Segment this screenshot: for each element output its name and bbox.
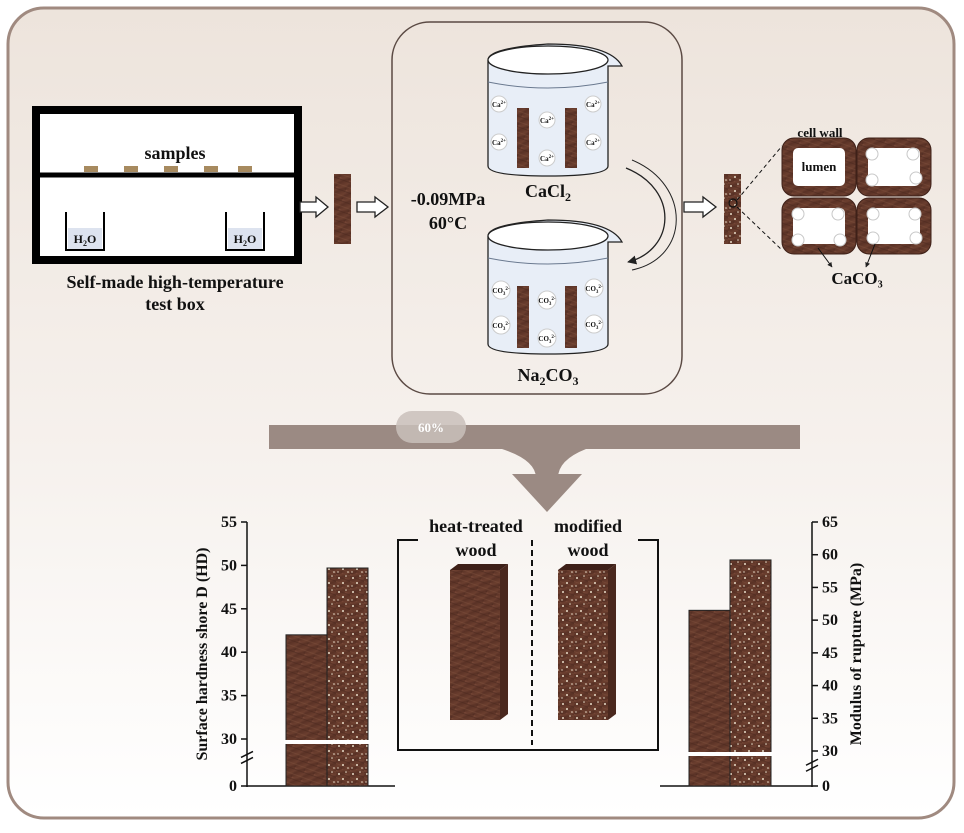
bar-heat-treated: [688, 609, 731, 787]
beaker-cacl2: Ca2+ Ca2+ Ca2+ Ca2+ Ca2+ Ca2+ CaCl2: [487, 43, 624, 204]
axis-break-mark: [805, 758, 819, 772]
beaker-cacl2-label: CaCl2: [525, 181, 571, 204]
sample-piece: [124, 166, 138, 172]
legend-heat-treated-line2: wood: [455, 540, 496, 560]
beaker-na2co3-label: Na2CO3: [518, 365, 579, 388]
bar-break-band: [687, 752, 773, 756]
sample-piece: [238, 166, 252, 172]
y-tick-label: 60: [822, 547, 838, 564]
svg-text:Ca2+: Ca2+: [540, 155, 554, 163]
y-tick-label: 40: [221, 644, 237, 661]
zoom-line: [736, 206, 783, 251]
svg-text:Ca2+: Ca2+: [540, 117, 554, 125]
svg-text:CO32-: CO32-: [585, 321, 603, 331]
legend-modified-line1: modified: [554, 516, 622, 536]
conditions-pressure: -0.09MPa: [411, 189, 485, 209]
bar-modified: [729, 559, 772, 787]
sample-piece: [84, 166, 98, 172]
sample-piece: [204, 166, 218, 172]
test-box: samples H2O H2O Self-made high-temperatu…: [32, 106, 302, 314]
water-label: H2O: [234, 232, 257, 248]
svg-text:Ca2+: Ca2+: [492, 139, 506, 147]
svg-text:CO32-: CO32-: [538, 297, 556, 307]
svg-text:Ca2+: Ca2+: [586, 101, 600, 109]
y-tick-label: 35: [822, 710, 838, 727]
curved-arrow-outline: [631, 159, 677, 271]
hollow-arrow: [299, 195, 330, 219]
svg-text:CO32-: CO32-: [492, 322, 510, 332]
water-cup-left: H2O: [65, 212, 105, 251]
y-tick-label: 55: [221, 514, 237, 531]
water-cup-right: H2O: [225, 212, 265, 251]
y-axis-title: Surface hardness shore D (HD): [194, 547, 211, 760]
caco3-label: CaCO₃: [831, 269, 882, 288]
water-label: H2O: [74, 232, 97, 248]
beaker-na2co3: CO32- CO32- CO32- CO32- CO32- CO32- Na2C…: [487, 219, 624, 388]
samples-label: samples: [144, 143, 205, 163]
y-tick-label: 45: [221, 601, 237, 618]
merge-arrow: 60%: [269, 411, 800, 512]
modified-wood-strip: [724, 174, 741, 244]
y-tick-label: 40: [822, 678, 838, 695]
y-tick-label: 0: [822, 778, 830, 795]
y-tick-label: 45: [822, 645, 838, 662]
curved-arrow: [625, 167, 666, 265]
svg-text:CO32-: CO32-: [585, 285, 603, 295]
hollow-arrow: [683, 195, 718, 219]
y-tick-label: 30: [822, 743, 838, 760]
lumen-label: lumen: [802, 159, 837, 174]
pointer-arrow: [865, 243, 876, 268]
y-tick-label: 50: [822, 612, 838, 629]
progress-badge-text: 60%: [418, 420, 444, 435]
y-tick-label: 35: [221, 688, 237, 705]
y-tick-label: 65: [822, 514, 838, 531]
svg-text:CO32-: CO32-: [538, 335, 556, 345]
heat-treated-block: [450, 570, 500, 720]
zoom-line: [736, 145, 783, 201]
y-tick-label: 50: [221, 557, 237, 574]
y-axis-title: Modulus of rupture (MPa): [848, 563, 865, 745]
wood-sample-strip: [334, 174, 351, 244]
conditions-temperature: 60°C: [429, 213, 467, 233]
y-tick-label: 55: [822, 579, 838, 596]
modified-block: [558, 570, 608, 720]
legend-heat-treated-line1: heat-treated: [429, 516, 523, 536]
bar-modified: [326, 567, 369, 787]
legend-box: heat-treated wood modified wood: [397, 516, 659, 751]
progress-badge: [396, 411, 466, 443]
bar-heat-treated: [285, 634, 328, 787]
y-tick-label: 0: [229, 778, 237, 795]
sample-piece: [164, 166, 178, 172]
test-box-label-line1: Self-made high-temperature: [66, 272, 283, 292]
legend-modified-line2: wood: [567, 540, 608, 560]
svg-text:Ca2+: Ca2+: [492, 101, 506, 109]
svg-text:CO32-: CO32-: [492, 287, 510, 297]
axis-break-mark: [240, 750, 254, 765]
magnify-circle: [728, 198, 738, 208]
bar-break-band: [284, 740, 370, 744]
cell-structure: cell wall lumen CaCO₃: [781, 125, 932, 288]
cell-wall-label: cell wall: [797, 125, 843, 140]
svg-text:Ca2+: Ca2+: [586, 139, 600, 147]
pointer-arrow: [817, 247, 833, 268]
test-box-label-line2: test box: [145, 294, 205, 314]
y-tick-label: 30: [221, 731, 237, 748]
hollow-arrow: [356, 195, 390, 219]
process-panel: [391, 21, 683, 395]
